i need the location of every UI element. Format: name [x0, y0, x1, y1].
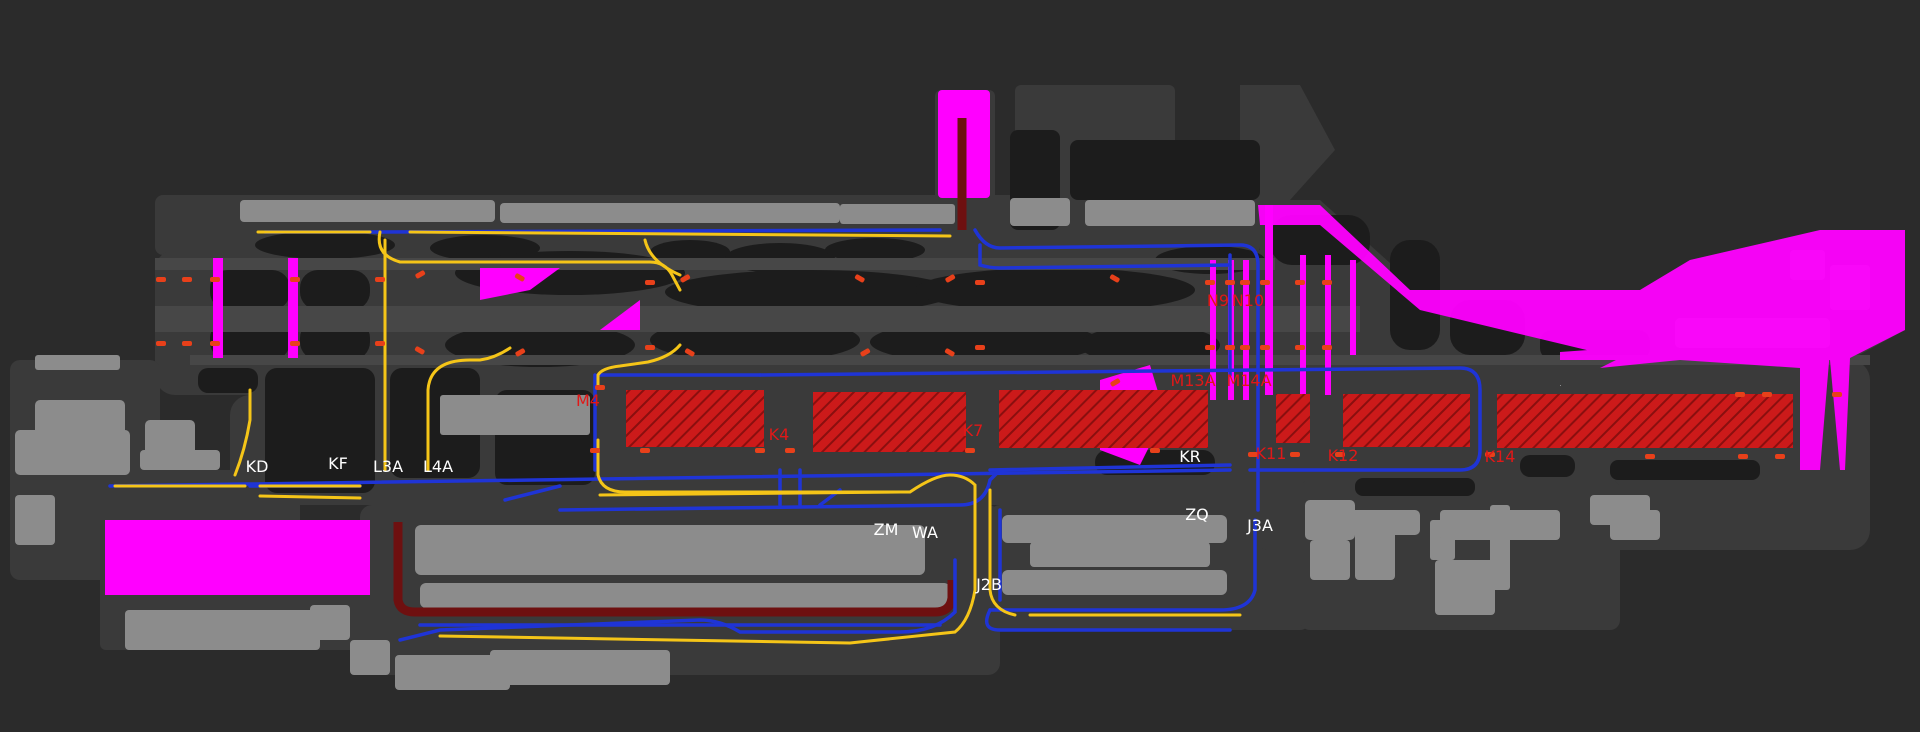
- taxiway-label-kr: KR: [1179, 447, 1201, 466]
- taxiway-label-zq: ZQ: [1185, 505, 1209, 524]
- white-labels: KD KF L3A L4A KR ZQ J3A ZM WA J2B: [246, 447, 1273, 594]
- taxiway-label-m4: M4: [576, 391, 600, 410]
- restricted-zone-1: [626, 390, 764, 447]
- taxiway-label-j3a: J3A: [1246, 516, 1273, 535]
- taxiway-label-m13a: M13A: [1170, 371, 1215, 390]
- restricted-zones: [626, 390, 1793, 452]
- restricted-zone-4: [1276, 394, 1310, 443]
- taxiway-label-wa: WA: [912, 523, 938, 542]
- taxiway-label-k4: K4: [769, 425, 790, 444]
- taxiway-label-zm: ZM: [874, 520, 899, 539]
- taxiway-label-l3a: L3A: [373, 457, 403, 476]
- restricted-zone-5: [1343, 394, 1470, 447]
- taxiway-label-k7: K7: [963, 421, 984, 440]
- taxiway-label-kf: KF: [328, 454, 348, 473]
- restricted-zone-3: [999, 390, 1208, 448]
- taxiway-label-m14a: M14A: [1226, 371, 1271, 390]
- taxiway-label-n9: N9: [1207, 291, 1229, 310]
- restricted-zone-6: [1497, 394, 1793, 448]
- blue-routes: [108, 228, 1482, 642]
- restricted-zone-2: [813, 392, 966, 452]
- hold-markers: [156, 270, 1842, 459]
- taxiway-label-l4a: L4A: [423, 457, 453, 476]
- taxiway-label-kd: KD: [246, 457, 269, 476]
- taxiway-label-k12: K12: [1328, 446, 1359, 465]
- taxiway-label-k11: K11: [1256, 444, 1287, 463]
- dark-red-route: [393, 118, 967, 617]
- closed-areas: [105, 90, 1905, 595]
- taxiway-label-j2b: J2B: [975, 575, 1002, 594]
- taxiway-label-k14: K14: [1485, 447, 1516, 466]
- yellow-routes: [113, 230, 1242, 645]
- taxiway-label-n10: N10: [1232, 291, 1264, 310]
